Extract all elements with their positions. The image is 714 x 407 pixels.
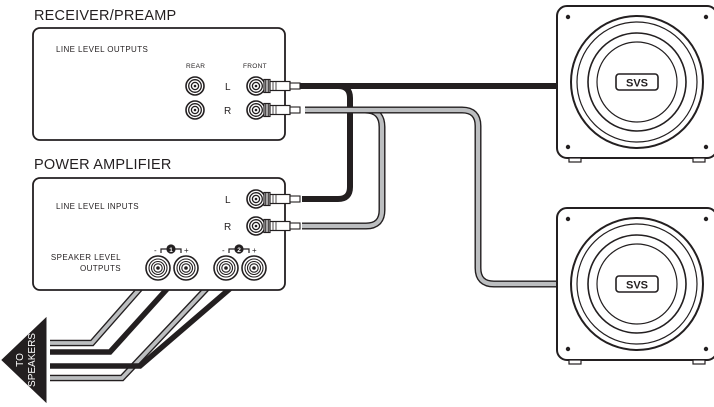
receiver-left-label: L bbox=[225, 82, 231, 93]
channel-2-minus: - bbox=[222, 246, 225, 255]
subwoofer-1-logo: SVS bbox=[626, 78, 648, 90]
front-label: FRONT bbox=[243, 63, 267, 70]
channel-1-positive-post bbox=[173, 255, 199, 281]
receiver-right-label: R bbox=[224, 106, 231, 117]
rear-label: REAR bbox=[186, 63, 205, 70]
arrow-text-line-1: TO bbox=[15, 353, 26, 367]
channel-1-negative-post bbox=[145, 255, 171, 281]
speaker-wires bbox=[50, 265, 256, 382]
channel-1-plus: + bbox=[184, 246, 189, 255]
channel-2-negative-post bbox=[213, 255, 239, 281]
subwoofer-2-logo: SVS bbox=[626, 280, 648, 292]
channel-1-minus: - bbox=[154, 246, 157, 255]
amp-right-input-plug bbox=[263, 218, 301, 234]
front-right-jack bbox=[246, 100, 266, 120]
channel-2-number: 2 bbox=[237, 247, 241, 254]
amp-right-input-jack bbox=[246, 216, 266, 236]
channel-2-positive-post bbox=[241, 255, 267, 281]
rear-left-jack bbox=[185, 76, 205, 96]
amp-left-input-jack bbox=[246, 189, 266, 209]
amplifier-right-label: R bbox=[224, 222, 231, 233]
receiver-title: RECEIVER/PREAMP bbox=[34, 8, 176, 24]
front-left-jack bbox=[246, 76, 266, 96]
line-level-inputs-label: LINE LEVEL INPUTS bbox=[56, 202, 139, 211]
rear-right-jack bbox=[185, 100, 205, 120]
front-right-plug bbox=[263, 102, 301, 118]
amp-left-input-plug bbox=[263, 191, 301, 207]
subwoofer-1: SVS bbox=[556, 5, 714, 163]
to-speakers-arrow bbox=[1, 316, 47, 404]
channel-1-badge bbox=[166, 244, 176, 254]
subwoofer-2: SVS bbox=[556, 207, 714, 365]
outputs-label: OUTPUTS bbox=[80, 264, 121, 273]
cable-front-left-to-amp-left bbox=[302, 83, 353, 202]
front-left-plug bbox=[263, 78, 301, 94]
speaker-level-label: SPEAKER LEVEL bbox=[51, 253, 121, 262]
amplifier-left-label: L bbox=[225, 195, 231, 206]
line-level-outputs-label: LINE LEVEL OUTPUTS bbox=[56, 45, 148, 54]
arrow-text-line-2: SPEAKERS bbox=[27, 333, 38, 387]
channel-1-number: 1 bbox=[169, 247, 173, 254]
cable-front-right-to-amp-right bbox=[302, 106, 386, 230]
channel-2-plus: + bbox=[252, 246, 257, 255]
amplifier-title: POWER AMPLIFIER bbox=[34, 157, 172, 173]
channel-2-badge bbox=[234, 244, 244, 254]
